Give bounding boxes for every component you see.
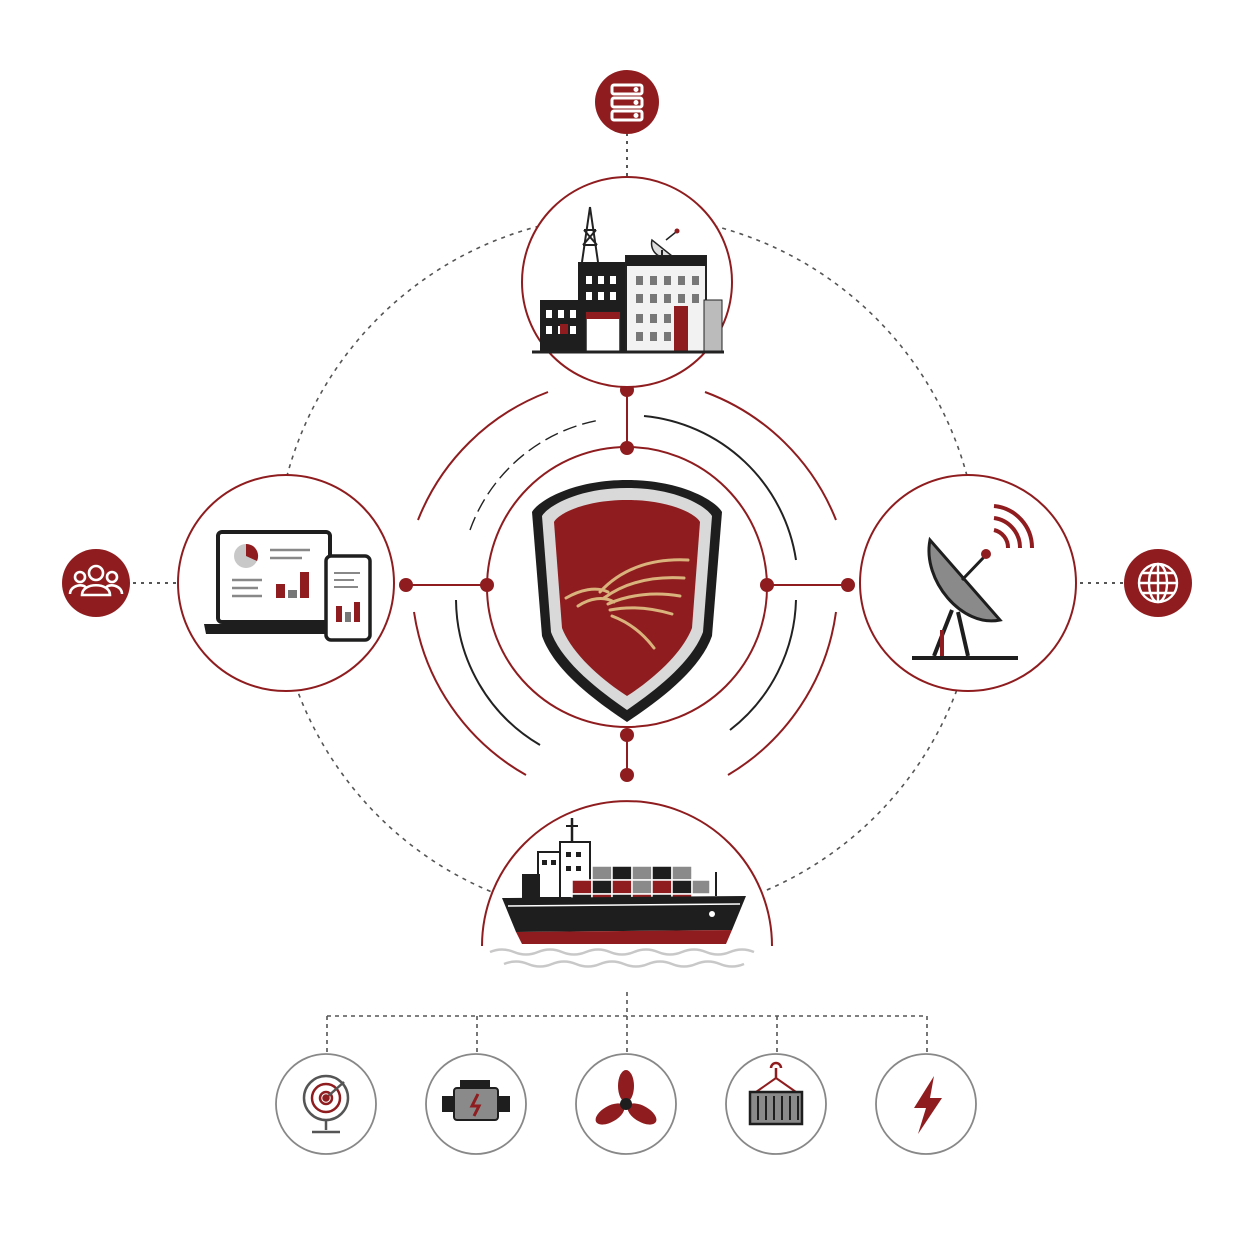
subsystem-cargo[interactable] [725,1053,827,1155]
subsystem-radar[interactable] [275,1053,377,1155]
connectors [133,133,1125,782]
users-badge[interactable] [62,549,130,617]
satellite-node[interactable] [859,474,1077,692]
propeller-icon [595,1070,657,1125]
headquarters-building-icon [532,206,724,354]
subsystem-tree [326,992,928,1052]
engine-icon [442,1080,510,1121]
dashboard-node[interactable] [177,474,395,692]
shield-eagle-icon [564,558,690,650]
server-stack-icon [610,83,644,122]
subsystem-power[interactable] [875,1053,977,1155]
laptop-phone-dashboard-icon [204,530,372,642]
satellite-dish-icon [912,504,1035,660]
container-ship-icon [489,818,755,968]
users-group-icon [68,564,124,597]
subsystem-engine[interactable] [425,1053,527,1155]
central-shield[interactable] [532,480,722,722]
cargo-container-crane-icon [748,1061,804,1126]
globe-badge[interactable] [1124,549,1192,617]
vessel-node[interactable] [481,800,773,968]
subsystem-propeller[interactable] [575,1053,677,1155]
server-badge[interactable] [595,70,659,134]
globe-icon [1137,562,1179,604]
radar-icon [302,1074,350,1134]
power-lightning-icon [914,1076,942,1134]
headquarters-node[interactable] [521,176,733,388]
